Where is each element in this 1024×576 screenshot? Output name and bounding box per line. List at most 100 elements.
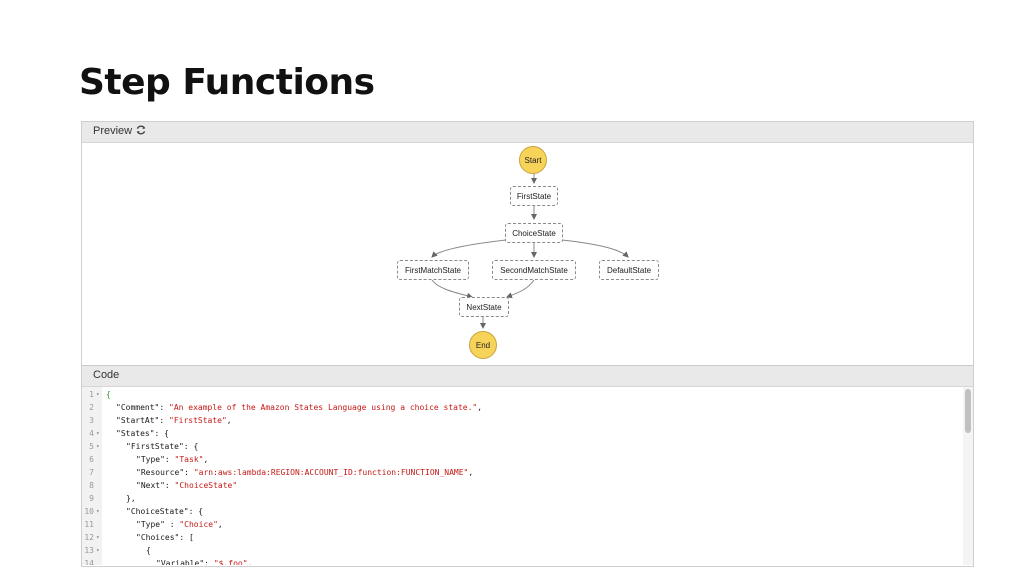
line-number: 3 (89, 416, 94, 425)
line-number: 8 (89, 481, 94, 490)
punct: : (188, 507, 199, 516)
state-node-firststate[interactable]: FirstState (510, 186, 558, 206)
line-number: 7 (89, 468, 94, 477)
state-node-secondmatchstate[interactable]: SecondMatchState (492, 260, 576, 280)
fold-toggle-icon[interactable]: ▾ (96, 443, 100, 450)
code-line: 7 "Resource": "arn:aws:lambda:REGION:ACCO… (82, 466, 962, 479)
end-node[interactable]: End (469, 331, 497, 359)
json-key: "States" (116, 429, 155, 438)
code-text: "Choices": [ (136, 531, 194, 544)
code-line: 6 "Type": "Task", (82, 453, 962, 466)
code-text: "Next": "ChoiceState" (136, 479, 237, 492)
state-node-choicestate[interactable]: ChoiceState (505, 223, 563, 243)
line-number: 2 (89, 403, 94, 412)
fold-toggle-icon[interactable]: ▾ (96, 391, 100, 398)
fold-toggle-icon[interactable]: ▾ (96, 547, 100, 554)
punct: }, (126, 494, 136, 503)
graph-edges (431, 173, 629, 329)
preview-header: Preview (82, 122, 973, 143)
editor-scroll-thumb[interactable] (965, 389, 971, 433)
code-line: 2 "Comment": "An example of the Amazon St… (82, 401, 962, 414)
punct: { (193, 442, 199, 451)
code-header: Code (82, 365, 973, 387)
code-text: "Comment": "An example of the Amazon Sta… (116, 401, 482, 414)
punct: { (146, 546, 151, 555)
line-number: 12 (84, 533, 94, 542)
state-machine-panel: Preview Sta (81, 121, 974, 567)
code-text: "States": { (116, 427, 169, 440)
json-string: "An example of the Amazon States Languag… (169, 403, 478, 412)
line-number: 6 (89, 455, 94, 464)
line-gutter (82, 387, 102, 565)
code-text: "FirstState": { (126, 440, 198, 453)
punct: : (204, 559, 214, 565)
editor-scrollbar[interactable] (963, 387, 973, 565)
code-line: 1▾ { (82, 388, 962, 401)
line-number: 10 (84, 507, 94, 516)
punct: , (203, 455, 209, 464)
code-text: "StartAt": "FirstState", (116, 414, 232, 427)
json-key: "FirstState" (126, 442, 184, 451)
punct: { (198, 507, 204, 516)
code-line: 13▾ { (82, 544, 962, 557)
punct: : (159, 403, 169, 412)
code-line: 4▾ "States": { (82, 427, 962, 440)
code-text: "Type": "Task", (136, 453, 208, 466)
code-text: { (146, 544, 151, 557)
json-key: "Next" (136, 481, 165, 490)
bracket: { (106, 390, 111, 399)
json-string: "Choice" (179, 520, 218, 529)
code-text: "Type" : "Choice", (136, 518, 223, 531)
json-key: "Type" (136, 520, 165, 529)
line-number: 11 (84, 520, 94, 529)
code-line: 9}, (82, 492, 962, 505)
punct: : (183, 442, 194, 451)
code-editor[interactable]: 1▾{2"Comment": "An example of the Amazon… (82, 387, 973, 565)
json-key: "StartAt" (116, 416, 160, 425)
json-key: "Variable" (156, 559, 205, 565)
punct: , (247, 559, 253, 565)
json-key: "Comment" (116, 403, 160, 412)
json-string: "arn:aws:lambda:REGION:ACCOUNT_ID:functi… (193, 468, 469, 477)
state-node-firstmatchstate[interactable]: FirstMatchState (397, 260, 469, 280)
json-key: "Type" (136, 455, 165, 464)
code-line: 8 "Next": "ChoiceState" (82, 479, 962, 492)
code-line: 10▾ "ChoiceState": { (82, 505, 962, 518)
json-string: "ChoiceState" (174, 481, 238, 490)
page-title: Step Functions (79, 62, 375, 103)
state-node-defaultstate[interactable]: DefaultState (599, 260, 659, 280)
fold-toggle-icon[interactable]: ▾ (96, 534, 100, 541)
punct: : (179, 533, 189, 542)
fold-toggle-icon[interactable]: ▾ (96, 508, 100, 515)
line-number: 13 (84, 546, 94, 555)
line-number: 9 (89, 494, 94, 503)
line-number: 14 (84, 559, 94, 565)
punct: [ (189, 533, 194, 542)
json-key: "ChoiceState" (126, 507, 189, 516)
edge-secondmatch-next (506, 279, 535, 299)
state-graph: Start FirstState ChoiceState FirstMatchS… (82, 143, 973, 365)
code-text: "Resource": "arn:aws:lambda:REGION:ACCOU… (136, 466, 473, 479)
punct: : (164, 481, 175, 490)
punct: , (217, 520, 223, 529)
json-key: "Choices" (136, 533, 180, 542)
code-text: }, (126, 492, 136, 505)
code-line: 11 "Type" : "Choice", (82, 518, 962, 531)
punct: : (164, 520, 180, 529)
start-node[interactable]: Start (519, 146, 547, 174)
json-string: "FirstState" (169, 416, 227, 425)
code-line: 3 "StartAt": "FirstState", (82, 414, 962, 427)
code-text: { (106, 388, 111, 401)
fold-toggle-icon[interactable]: ▾ (96, 430, 100, 437)
edge-firstmatch-next (431, 279, 473, 299)
code-line: 12▾ "Choices": [ (82, 531, 962, 544)
refresh-icon[interactable] (135, 124, 147, 136)
punct: : (184, 468, 194, 477)
line-number: 1 (89, 390, 94, 399)
punct: , (468, 468, 474, 477)
code-text: "ChoiceState": { (126, 505, 203, 518)
code-line: 14"Variable": "$.foo", (82, 557, 962, 565)
state-node-nextstate[interactable]: NextState (459, 297, 509, 317)
line-number: 4 (89, 429, 94, 438)
punct: : (154, 429, 165, 438)
